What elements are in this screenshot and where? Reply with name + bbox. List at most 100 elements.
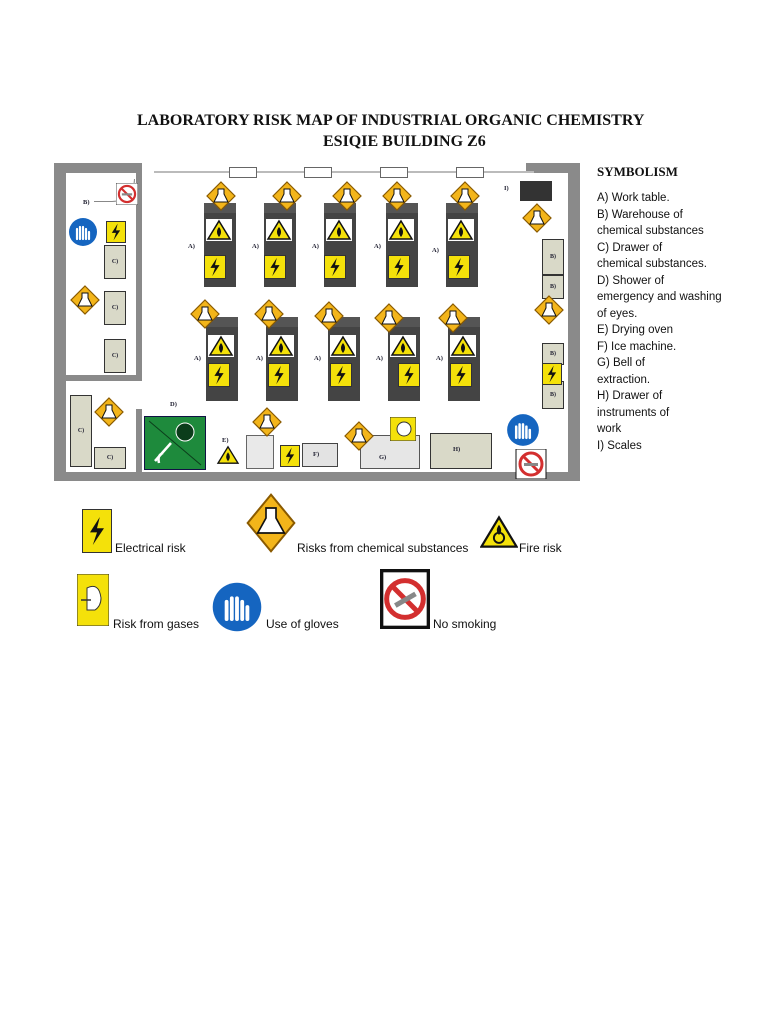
fire-risk-sign bbox=[266, 219, 292, 241]
chemical-risk-sign bbox=[314, 301, 344, 331]
label-a: A) bbox=[432, 247, 439, 254]
wall-inner-h bbox=[54, 375, 142, 381]
wall-bottom bbox=[54, 472, 580, 481]
chemical-risk-sign bbox=[70, 285, 100, 315]
electrical-risk-sign bbox=[264, 255, 286, 279]
window-line bbox=[154, 171, 534, 173]
chemical-risk-sign bbox=[344, 421, 374, 451]
electrical-risk-sign bbox=[398, 363, 420, 387]
electrical-risk-sign bbox=[324, 255, 346, 279]
chemical-risk-sign bbox=[534, 295, 564, 325]
label-f: F) bbox=[313, 451, 320, 458]
window-frame bbox=[229, 167, 257, 178]
label-a: A) bbox=[312, 243, 319, 250]
label-a: A) bbox=[188, 243, 195, 250]
symbolism-heading: SYMBOLISM bbox=[597, 164, 678, 179]
fire-risk-sign bbox=[206, 219, 232, 241]
legend-electrical-icon bbox=[82, 509, 112, 553]
label-a: A) bbox=[374, 243, 381, 250]
fire-risk-sign bbox=[448, 219, 474, 241]
drawer-c: C) bbox=[104, 291, 126, 325]
window-frame bbox=[304, 167, 332, 178]
chemical-risk-sign bbox=[272, 181, 302, 211]
fire-risk-sign bbox=[450, 335, 476, 357]
electrical-risk-sign bbox=[450, 363, 472, 387]
gas-risk-sign bbox=[390, 417, 416, 441]
legend-gas-label: Risk from gases bbox=[113, 617, 200, 631]
wall-left bbox=[54, 163, 66, 481]
chemical-risk-sign bbox=[374, 303, 404, 333]
work-table bbox=[206, 317, 238, 401]
electrical-risk-sign bbox=[280, 445, 300, 467]
fire-risk-sign bbox=[330, 335, 356, 357]
label-b: B) bbox=[83, 199, 90, 206]
legend-no-smoking-icon bbox=[380, 569, 430, 629]
chemical-risk-sign bbox=[438, 303, 468, 333]
electrical-risk-sign bbox=[268, 363, 290, 387]
drawer-b: B) bbox=[542, 381, 564, 409]
fire-risk-sign bbox=[208, 335, 234, 357]
no-smoking-sign bbox=[116, 183, 138, 205]
legend-no-smoking-label: No smoking bbox=[433, 617, 497, 631]
fire-risk-sign bbox=[390, 335, 416, 357]
no-smoking-sign bbox=[514, 449, 548, 479]
electrical-risk-sign bbox=[204, 255, 226, 279]
legend-electrical-label: Electrical risk bbox=[115, 541, 186, 555]
work-table bbox=[388, 317, 420, 401]
label-a: A) bbox=[194, 355, 201, 362]
chemical-risk-sign bbox=[332, 181, 362, 211]
label-a: A) bbox=[376, 355, 383, 362]
floor-plan: B) C) C) C) C) C) B) B) B) B) I) A) A) A… bbox=[54, 163, 580, 481]
electrical-risk-sign bbox=[448, 255, 470, 279]
label-i: I) bbox=[504, 185, 509, 192]
label-d: D) bbox=[170, 401, 177, 408]
electrical-risk-sign bbox=[208, 363, 230, 387]
drawer-c: C) bbox=[70, 395, 92, 467]
gloves-sign bbox=[506, 413, 540, 447]
drawer-c: C) bbox=[94, 447, 126, 469]
chemical-risk-sign bbox=[190, 299, 220, 329]
chemical-risk-sign bbox=[254, 299, 284, 329]
page-title-line2: ESIQIE BUILDING Z6 bbox=[323, 133, 486, 150]
legend-fire-icon bbox=[480, 513, 518, 551]
drawer-c: C) bbox=[104, 245, 126, 279]
electrical-risk-sign bbox=[106, 221, 126, 243]
page-title-line1: LABORATORY RISK MAP OF INDUSTRIAL ORGANI… bbox=[137, 112, 645, 129]
electrical-risk-sign bbox=[542, 363, 562, 385]
wall-right bbox=[568, 163, 580, 481]
chemical-risk-sign bbox=[382, 181, 412, 211]
wall-top-left bbox=[54, 163, 140, 173]
label-a: A) bbox=[256, 355, 263, 362]
label-h: H) bbox=[453, 446, 461, 453]
legend-chemical-icon bbox=[246, 493, 296, 553]
label-e: E) bbox=[222, 437, 229, 444]
instruments-drawer: H) bbox=[430, 433, 492, 469]
fire-risk-sign bbox=[216, 445, 240, 465]
work-table bbox=[328, 317, 360, 401]
label-a: A) bbox=[252, 243, 259, 250]
drawer-b: B) bbox=[542, 275, 564, 299]
chemical-risk-sign bbox=[450, 181, 480, 211]
work-table bbox=[266, 317, 298, 401]
window-frame bbox=[456, 167, 484, 178]
symbolism-list: A) Work table. B) Warehouse of chemical … bbox=[597, 192, 722, 452]
label-a: A) bbox=[314, 355, 321, 362]
chemical-risk-sign bbox=[206, 181, 236, 211]
electrical-risk-sign bbox=[388, 255, 410, 279]
label-g: G) bbox=[379, 454, 387, 461]
gloves-sign bbox=[68, 217, 98, 247]
legend-gloves-label: Use of gloves bbox=[266, 617, 339, 631]
label-a: A) bbox=[436, 355, 443, 362]
chemical-risk-sign bbox=[252, 407, 282, 437]
fire-risk-sign bbox=[388, 219, 414, 241]
drawer-b: B) bbox=[542, 343, 564, 365]
electrical-risk-sign bbox=[330, 363, 352, 387]
ice-machine: F) bbox=[302, 443, 338, 467]
wall-inner bbox=[136, 163, 142, 375]
drawer-c: C) bbox=[104, 339, 126, 373]
chemical-risk-sign bbox=[522, 203, 552, 233]
legend-gas-icon bbox=[77, 574, 109, 626]
wall-inner-low bbox=[136, 409, 142, 481]
legend-fire-label: Fire risk bbox=[519, 541, 562, 555]
chemical-risk-sign bbox=[94, 397, 124, 427]
